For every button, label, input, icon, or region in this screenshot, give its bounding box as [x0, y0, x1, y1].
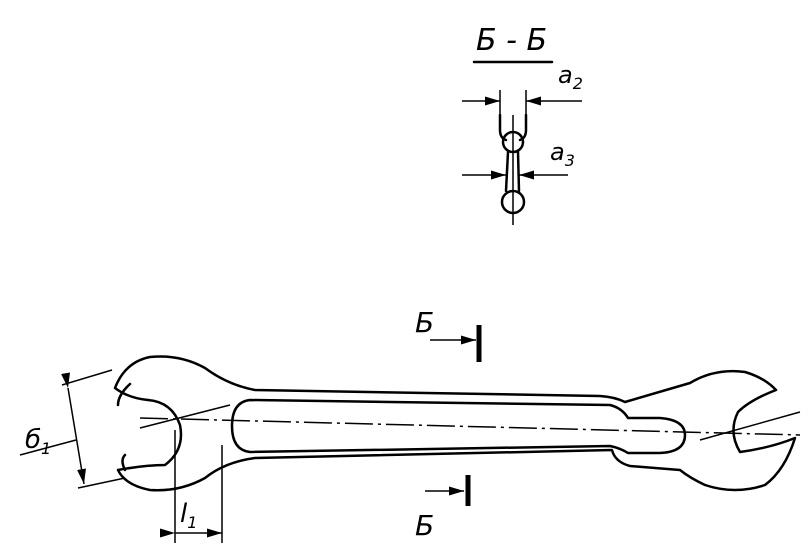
dimension-b1: б1: [19, 369, 126, 489]
svg-text:l1: l1: [180, 499, 197, 532]
section-view: Б - Б a2 a3: [462, 23, 583, 225]
section-title: Б - Б: [476, 23, 547, 58]
centerline: [139, 417, 801, 436]
cut-mark-bottom: Б: [415, 475, 471, 542]
dim-a2-label: a2: [558, 61, 583, 93]
dimension-l1: l1: [160, 430, 223, 543]
dim-a3-label: a3: [550, 138, 575, 170]
handle-slot: [230, 398, 687, 455]
cut-mark-top: Б: [415, 306, 482, 362]
wrench-outline: [113, 355, 797, 492]
svg-text:Б: Б: [415, 509, 434, 542]
svg-text:б1: б1: [25, 425, 51, 458]
svg-text:Б: Б: [415, 306, 434, 339]
wrench: [113, 355, 801, 492]
